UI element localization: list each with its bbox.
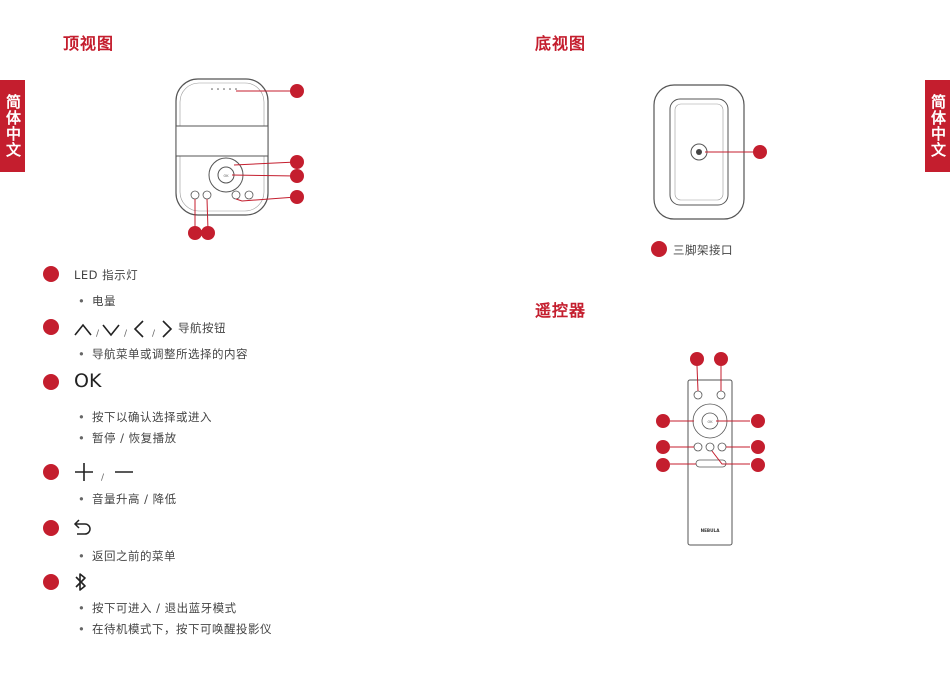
bullet-item: •电量	[78, 293, 116, 309]
language-tab-right: 简体中文	[925, 80, 950, 172]
bottom-view-title: 底视图	[535, 30, 586, 54]
language-tab-text: 简体中文	[927, 94, 948, 158]
svg-text:OK: OK	[223, 174, 229, 178]
marker-dot	[43, 266, 59, 282]
back-icon	[73, 518, 93, 538]
projector-top-view-illustration: OK	[170, 75, 310, 245]
bullet-item: •按下以确认选择或进入	[78, 409, 212, 425]
top-view-title: 顶视图	[63, 30, 114, 54]
led-indicator-label: LED 指示灯	[74, 267, 138, 283]
marker-dot	[651, 241, 667, 257]
navigation-arrows-icon: / / /	[73, 317, 177, 339]
marker-dot	[43, 574, 59, 590]
svg-text:/: /	[101, 473, 105, 483]
remote-title: 遥控器	[535, 297, 586, 321]
bullet-item: •暂停 / 恢复播放	[78, 430, 177, 446]
tripod-mount-label: 三脚架接口	[673, 242, 733, 258]
remote-control-illustration: OK NEBULA	[650, 348, 770, 548]
bluetooth-icon	[74, 572, 88, 592]
bullet-item: •导航菜单或调整所选择的内容	[78, 346, 248, 362]
marker-dot	[43, 319, 59, 335]
svg-text:NEBULA: NEBULA	[701, 528, 721, 533]
bullet-item: •返回之前的菜单	[78, 548, 176, 564]
marker-dot	[43, 464, 59, 480]
marker-dot	[43, 520, 59, 536]
bullet-item: •在待机模式下，按下可唤醒投影仪	[78, 621, 272, 637]
svg-text:/: /	[124, 329, 128, 339]
language-tab-left: 简体中文	[0, 80, 25, 172]
marker-dot	[43, 374, 59, 390]
navigation-buttons-label: 导航按钮	[178, 320, 226, 336]
volume-plus-minus-icon: /	[73, 461, 137, 483]
bullet-item: •按下可进入 / 退出蓝牙模式	[78, 600, 237, 616]
svg-text:/: /	[152, 329, 156, 339]
svg-text:OK: OK	[707, 420, 713, 424]
bullet-item: •音量升高 / 降低	[78, 491, 177, 507]
projector-bottom-view-illustration	[650, 82, 775, 222]
ok-button-label: OK	[74, 370, 101, 392]
svg-text:/: /	[96, 329, 100, 339]
language-tab-text: 简体中文	[2, 94, 23, 158]
